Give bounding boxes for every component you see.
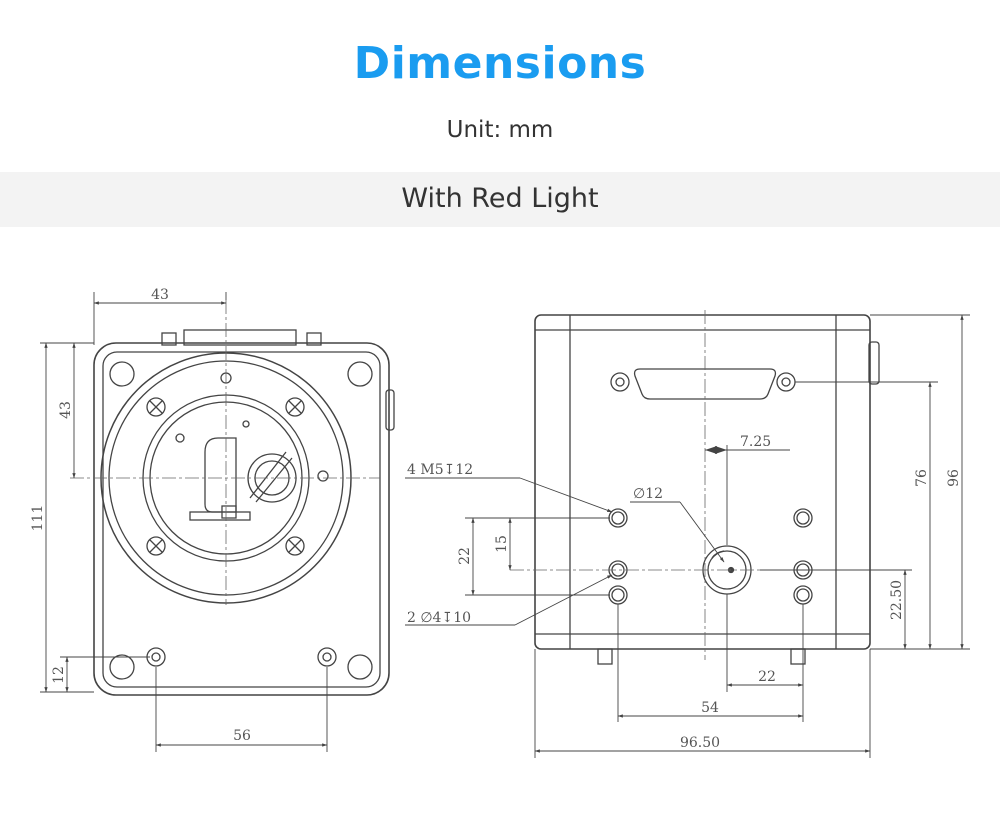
section-label: With Red Light [401, 183, 599, 214]
dim-m5-holes: 4 M5↧12 [407, 462, 473, 478]
front-side-knob [385, 389, 395, 431]
front-corner-hole [109, 361, 135, 387]
side-dimension-texts: 4 M5↧12 2 ∅4↧10 ∅12 7.25 22 15 76 96 22.… [407, 434, 962, 751]
side-dimension-lines [405, 314, 970, 758]
side-dsub-connector [610, 368, 796, 400]
side-holes [608, 508, 813, 605]
dim-w22: 22 [758, 669, 776, 685]
dim-h22-50: 22.50 [889, 580, 905, 620]
dim-front-height-total: 111 [30, 505, 46, 532]
front-small-hole [175, 433, 185, 443]
front-dimension-lines [40, 292, 328, 752]
dim-w54: 54 [701, 700, 719, 716]
front-side-hole [317, 470, 329, 482]
front-body-outline [93, 342, 390, 696]
unit-label: Unit: mm [446, 117, 554, 143]
dim-h96: 96 [946, 469, 962, 487]
front-corner-hole [109, 654, 135, 680]
dim-h76: 76 [914, 469, 930, 487]
side-knob [868, 341, 880, 385]
side-foot-left [597, 648, 613, 665]
dim-offset: 7.25 [740, 434, 771, 450]
front-top-lug-right [306, 332, 322, 346]
dim-bore: ∅12 [633, 486, 663, 502]
dim-v15: 15 [494, 535, 510, 553]
side-centerlines [510, 310, 760, 660]
front-corner-hole [347, 361, 373, 387]
dim-front-height-bottom: 12 [51, 666, 67, 684]
dim-pin-holes: 2 ∅4↧10 [407, 610, 471, 626]
dim-front-width-bottom: 56 [233, 728, 251, 744]
dim-front-height-top: 43 [58, 401, 74, 419]
front-body-inner [102, 351, 381, 688]
dim-v22: 22 [457, 547, 473, 565]
front-top-connector [183, 329, 297, 346]
section-band [0, 172, 1000, 227]
front-screws [146, 397, 305, 556]
front-bottom-connector-right [317, 647, 337, 667]
side-foot-right [790, 648, 806, 665]
page-title: Dimensions [353, 38, 647, 89]
front-view [93, 329, 395, 696]
dim-w96-50: 96.50 [680, 735, 720, 751]
front-internal-optics [189, 420, 297, 521]
dim-front-width-top: 43 [151, 287, 169, 303]
front-centerlines [70, 300, 380, 605]
front-corner-hole [347, 654, 373, 680]
side-body-outline [534, 314, 871, 650]
front-dimension-texts: 43 43 111 12 56 [30, 287, 251, 744]
side-view [534, 314, 880, 665]
front-top-lug-left [161, 332, 177, 346]
